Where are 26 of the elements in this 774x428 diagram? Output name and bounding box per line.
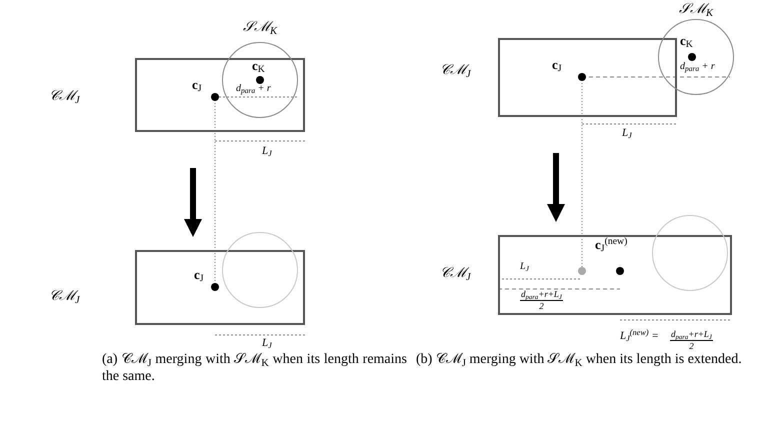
math-label: c$_{J}$: [552, 58, 562, 71]
math-label: c$_{K}$: [252, 59, 265, 72]
math-label: L$_{J}$$^{(new)}$ =: [620, 331, 659, 342]
math-label: d$_{para}$ + r: [680, 62, 715, 72]
fraction-denominator: 2: [539, 301, 544, 311]
circle-label: 𝒮ℳ$_{K}$: [679, 3, 714, 17]
box-label: 𝒞ℳ$_{J}$: [49, 290, 80, 304]
box-label: 𝒞ℳ$_{J}$: [440, 267, 471, 281]
math-label: c$_{K}$: [680, 34, 693, 47]
arrow: [184, 168, 202, 237]
fraction-denominator: 2: [689, 341, 694, 351]
caption: (a) 𝒞ℳ$_{J}$ merging with 𝒮ℳ$_{K}$ when its length remains the same.: [102, 352, 407, 386]
math-label: c$_{J}$: [192, 78, 202, 91]
math-label: d$_{para}$ + r: [236, 84, 271, 94]
arrow: [547, 153, 565, 222]
math-label: L$_{J}$: [262, 146, 272, 157]
fraction-numerator: d$_{para}$+r+L$_{J}$: [670, 330, 713, 341]
box-label: 𝒞ℳ$_{J}$: [49, 90, 80, 104]
math-label: c$_{J}$: [194, 268, 204, 281]
math-label: L$_{J}$: [520, 262, 529, 272]
math-label: L$_{J}$: [622, 128, 632, 139]
math-label: L$_{J}$: [262, 338, 272, 349]
box-label: 𝒞ℳ$_{J}$: [440, 64, 471, 78]
fraction-numerator: d$_{para}$+r+L$_{J}$: [520, 290, 563, 301]
circle-label: 𝒮ℳ$_{K}$: [243, 21, 278, 35]
caption: (b) 𝒞ℳ$_{J}$ merging with 𝒮ℳ$_{K}$ when its length is extended.: [416, 352, 743, 369]
